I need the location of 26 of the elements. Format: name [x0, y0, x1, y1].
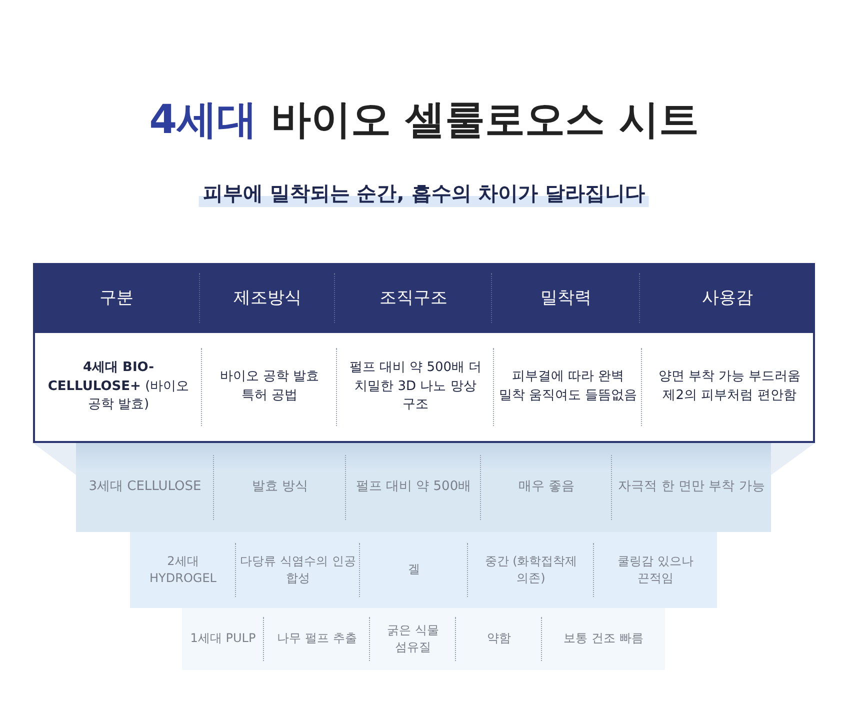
- table-cell-text: 펄프 대비 약 500배 더 치밀한 3D 나노 망상 구조: [348, 358, 483, 414]
- table-cell-text: 매우 좋음: [518, 478, 575, 496]
- table-cell-text: 바이오 공학 발효 특허 공법: [218, 368, 320, 405]
- table-cell-text: 쿨링감 있으나 끈적임: [616, 552, 694, 587]
- column-header: 사용감: [702, 286, 753, 310]
- title: 4세대 바이오 셀룰로오스 시트: [148, 96, 700, 145]
- table-cell-text: 나무 펄프 추출: [277, 630, 357, 648]
- table-cell-text: 3세대 CELLULOSE: [88, 478, 202, 496]
- column-header: 조직구조: [380, 286, 448, 310]
- table-cell-text: 1세대 PULP: [190, 630, 256, 648]
- column-header: 제조방식: [234, 286, 302, 310]
- table-cell-text: 자극적 한 면만 부착 가능: [618, 478, 765, 496]
- table-cell-text: 발효 방식: [252, 478, 308, 496]
- table-cell-text: 피부결에 따라 완벽 밀착 움직여도 들뜸없음: [498, 368, 638, 405]
- table-cell-text: 양면 부착 가능 부드러움 제2의 피부처럼 편안함: [657, 368, 802, 405]
- table-cell-text: 2세대 HYDROGEL: [148, 552, 218, 587]
- column-header: 밀착력: [540, 286, 592, 310]
- column-header: 구분: [100, 286, 134, 310]
- table-cell-text: 보통 건조 빠름: [564, 630, 644, 648]
- table-cell-text: 겔: [408, 561, 420, 578]
- table-cell-text: 다당류 식염수의 인공 합성: [240, 552, 356, 587]
- table-cell-text: 펄프 대비 약 500배: [356, 478, 472, 496]
- table-cell-text: 중간 (화학접착제 의존): [484, 552, 578, 587]
- table-cell-text: 4세대 BIO-CELLULOSE+ (바이오 공학 발효): [46, 358, 190, 414]
- table-cell-text: 굵은 식물 섬유질: [386, 622, 440, 656]
- table-cell-text: 약함: [487, 630, 511, 648]
